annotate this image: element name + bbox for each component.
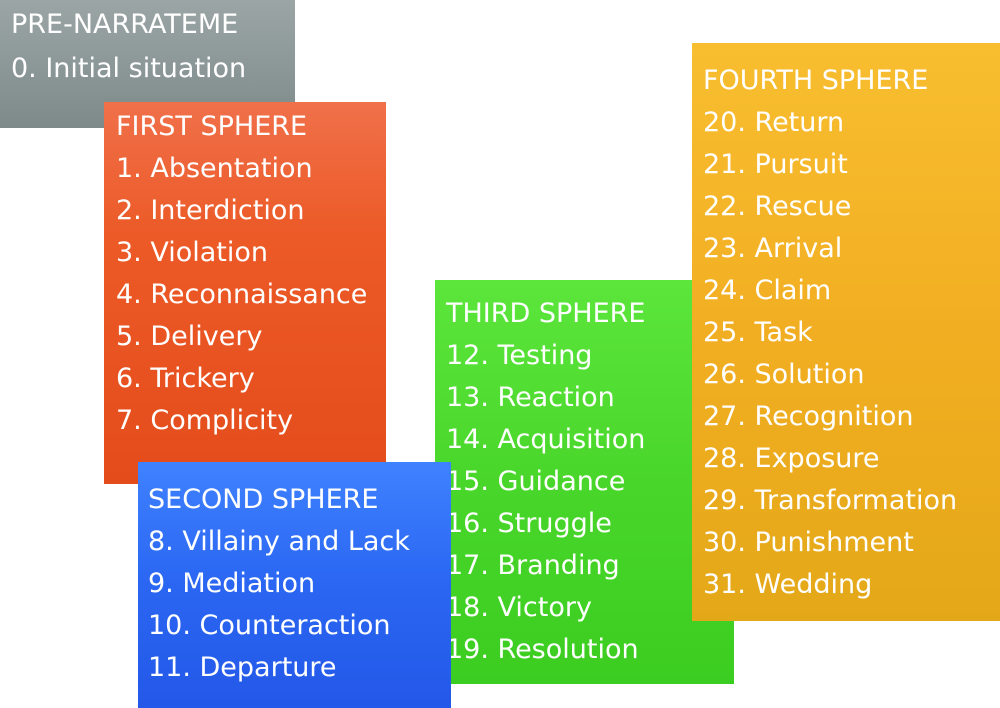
function-item: 7. Complicity — [116, 405, 294, 436]
function-item: 17. Branding — [446, 550, 620, 581]
pre-narrateme-title: PRE-NARRATEME — [11, 9, 239, 40]
function-item: 22. Rescue — [703, 191, 852, 222]
function-item: 31. Wedding — [703, 569, 873, 600]
function-item: 19. Resolution — [446, 634, 639, 665]
fourth-sphere-title: FOURTH SPHERE — [703, 65, 929, 96]
function-item: 6. Trickery — [116, 363, 255, 394]
function-item: 27. Recognition — [703, 401, 914, 432]
function-item: 5. Delivery — [116, 321, 263, 352]
function-item: 29. Transformation — [703, 485, 958, 516]
function-item: 23. Arrival — [703, 233, 843, 264]
function-item: 9. Mediation — [148, 568, 316, 599]
function-item: 26. Solution — [703, 359, 865, 390]
fourth-sphere-box: FOURTH SPHERE 20. Return 21. Pursuit 22.… — [692, 43, 1000, 621]
function-item: 18. Victory — [446, 592, 592, 623]
function-item: 1. Absentation — [116, 153, 313, 184]
function-item: 4. Reconnaissance — [116, 279, 368, 310]
function-item: 30. Punishment — [703, 527, 914, 558]
function-item: 2. Interdiction — [116, 195, 305, 226]
pre-narrateme-list: 0. Initial situation — [11, 47, 295, 91]
function-item: 20. Return — [703, 107, 845, 138]
function-item: 24. Claim — [703, 275, 832, 306]
function-item: 25. Task — [703, 317, 813, 348]
first-sphere-box: FIRST SPHERE 1. Absentation 2. Interdict… — [104, 102, 386, 484]
function-item: 13. Reaction — [446, 382, 615, 413]
function-item: 8. Villainy and Lack — [148, 526, 410, 557]
function-item: 15. Guidance — [446, 466, 626, 497]
first-sphere-title: FIRST SPHERE — [116, 111, 308, 142]
second-sphere-title: SECOND SPHERE — [148, 484, 379, 515]
function-item: 11. Departure — [148, 652, 337, 683]
function-item: 28. Exposure — [703, 443, 880, 474]
function-item: 21. Pursuit — [703, 149, 848, 180]
third-sphere-box: THIRD SPHERE 12. Testing 13. Reaction 14… — [435, 280, 734, 684]
function-item: 16. Struggle — [446, 508, 612, 539]
second-sphere-box: SECOND SPHERE 8. Villainy and Lack 9. Me… — [138, 462, 451, 708]
function-item: 12. Testing — [446, 340, 593, 371]
function-item: 14. Acquisition — [446, 424, 646, 455]
function-item: 3. Violation — [116, 237, 269, 268]
first-sphere-list: 1. Absentation 2. Interdiction 3. Violat… — [116, 148, 386, 442]
third-sphere-title: THIRD SPHERE — [446, 298, 646, 329]
fourth-sphere-list: 20. Return 21. Pursuit 22. Rescue 23. Ar… — [703, 102, 1000, 606]
second-sphere-list: 8. Villainy and Lack 9. Mediation 10. Co… — [148, 521, 451, 689]
function-item: 0. Initial situation — [11, 53, 247, 84]
third-sphere-list: 12. Testing 13. Reaction 14. Acquisition… — [446, 335, 734, 671]
function-item: 10. Counteraction — [148, 610, 391, 641]
